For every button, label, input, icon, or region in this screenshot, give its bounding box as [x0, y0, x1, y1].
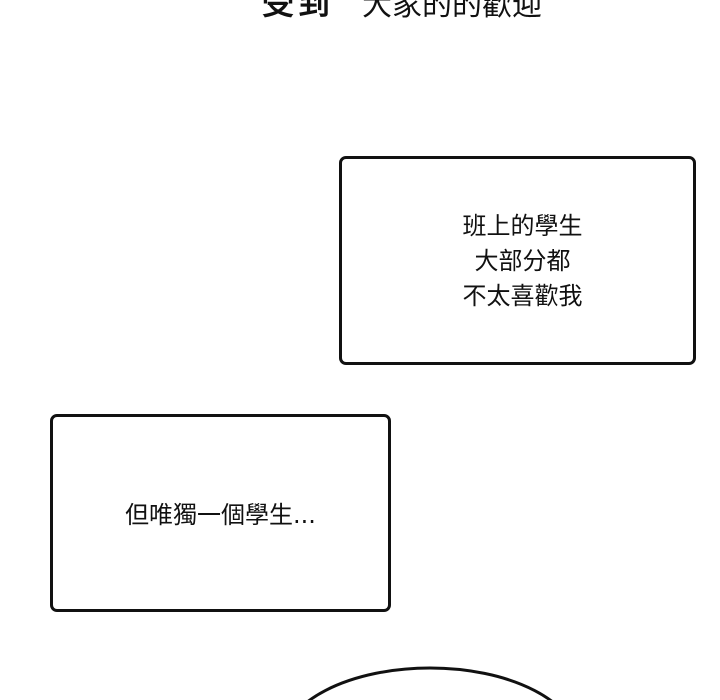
- narration-line: 不太喜歡我: [462, 282, 583, 310]
- narration-line: 但唯獨一個學生...: [125, 501, 316, 529]
- top-caption-fragment: 受到 大家的的歡迎: [0, 0, 720, 18]
- narration-line: 大部分都: [474, 247, 571, 275]
- narration-text: 但唯獨一個學生...: [125, 498, 316, 533]
- narration-box-left: 但唯獨一個學生...: [50, 414, 391, 612]
- top-caption-bold-text: 受到: [262, 0, 334, 18]
- narration-text: 班上的學生 大部分都 不太喜歡我: [463, 209, 583, 314]
- narration-box-right: 班上的學生 大部分都 不太喜歡我: [339, 156, 696, 365]
- top-caption-text: 大家的的歡迎: [362, 0, 542, 18]
- narration-line: 班上的學生: [462, 212, 583, 240]
